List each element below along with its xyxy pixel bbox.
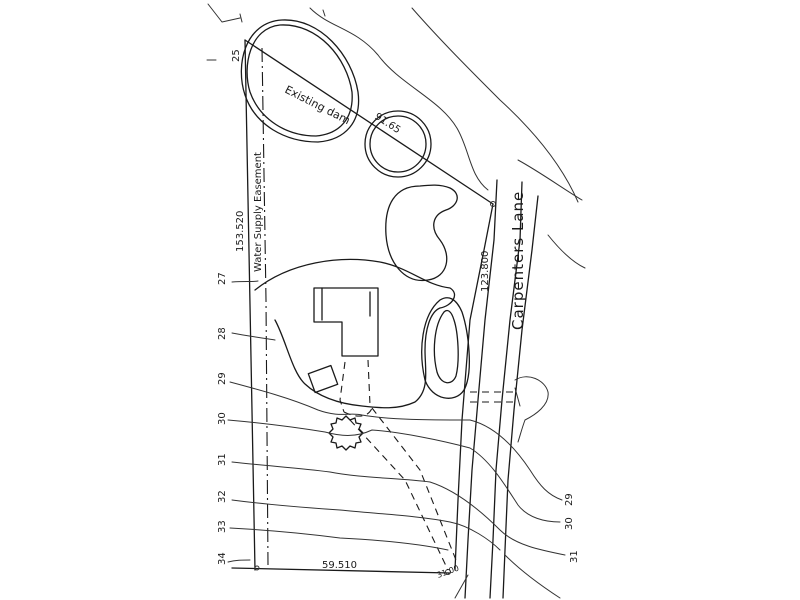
property-boundary: [231, 39, 496, 575]
contour-29: [229, 381, 563, 501]
kidney-pond: [385, 184, 458, 282]
lane-edge-centre: [489, 181, 523, 599]
south-boundary-label: 59.510: [322, 560, 357, 571]
east-boundary-label: 123.800: [480, 251, 491, 292]
contour-label-25: 25: [231, 49, 242, 62]
house-clearing: [254, 258, 456, 409]
access-path-to-gate: [349, 407, 457, 571]
existing-dam-small: [364, 110, 432, 178]
boundary-south: [231, 567, 451, 574]
contour-label-31: 31: [217, 453, 228, 466]
driveway-link: [470, 391, 515, 403]
contour-label-33: 33: [217, 520, 228, 533]
boundary-north-diagonal: [244, 39, 494, 205]
shed-building: [307, 364, 339, 394]
contour-label-28: 28: [217, 327, 228, 340]
contour-34: [227, 559, 251, 563]
lane-connector: [454, 554, 561, 599]
access-path: [339, 359, 373, 417]
dam-label: Existing dam: [283, 83, 353, 127]
boundary-west: [244, 39, 256, 571]
contour-label-30: 30: [217, 412, 228, 425]
paper-edge-mark: [239, 13, 243, 23]
terrain-outline-south-east: [514, 376, 549, 443]
lane-edge-east: [502, 195, 539, 599]
contour-label-east-29: 29: [564, 493, 575, 506]
contour-32: [231, 499, 501, 551]
contour-30: [227, 419, 561, 523]
contour-33: [229, 527, 449, 551]
west-boundary-label: 153.520: [235, 211, 246, 252]
contour-label-32: 32: [217, 490, 228, 503]
contour-27: [231, 280, 259, 283]
contour-label-east-30: 30: [564, 517, 575, 530]
terrain-outline-north: [309, 7, 489, 191]
water-supply-easement-line: [261, 47, 269, 566]
tree-symbol: [328, 415, 364, 451]
lane-edge-west: [464, 179, 498, 599]
contour-31: [231, 461, 566, 556]
contour-label-east-31: 31: [569, 550, 580, 563]
contour-label-34: 34: [217, 552, 228, 565]
driveway-ring-inner: [433, 309, 459, 384]
terrain-outline-east: [517, 159, 586, 269]
contour-28: [231, 332, 276, 341]
terrain-outline-north-east: [411, 7, 579, 203]
lane-label: Carpenters Lane: [509, 191, 527, 330]
survey-peg-west: [254, 565, 260, 571]
paper-edge-mark: [207, 3, 241, 23]
existing-dam-large-outline: [246, 24, 353, 137]
paper-edge-mark: [322, 9, 326, 17]
boundary-east: [454, 203, 494, 571]
driveway-ring-outer: [421, 297, 470, 399]
easement-label: Water Supply Easement: [253, 152, 264, 272]
contour-label-27: 27: [217, 272, 228, 285]
contour-label-29: 29: [217, 372, 228, 385]
existing-dam-small-inner: [369, 115, 427, 173]
existing-dam-large: [240, 19, 360, 143]
dam-level-label: 91.65: [372, 111, 402, 136]
corner-level-label: 31.00: [436, 564, 461, 580]
contour-lines: [227, 280, 566, 563]
house-building: [313, 287, 379, 357]
